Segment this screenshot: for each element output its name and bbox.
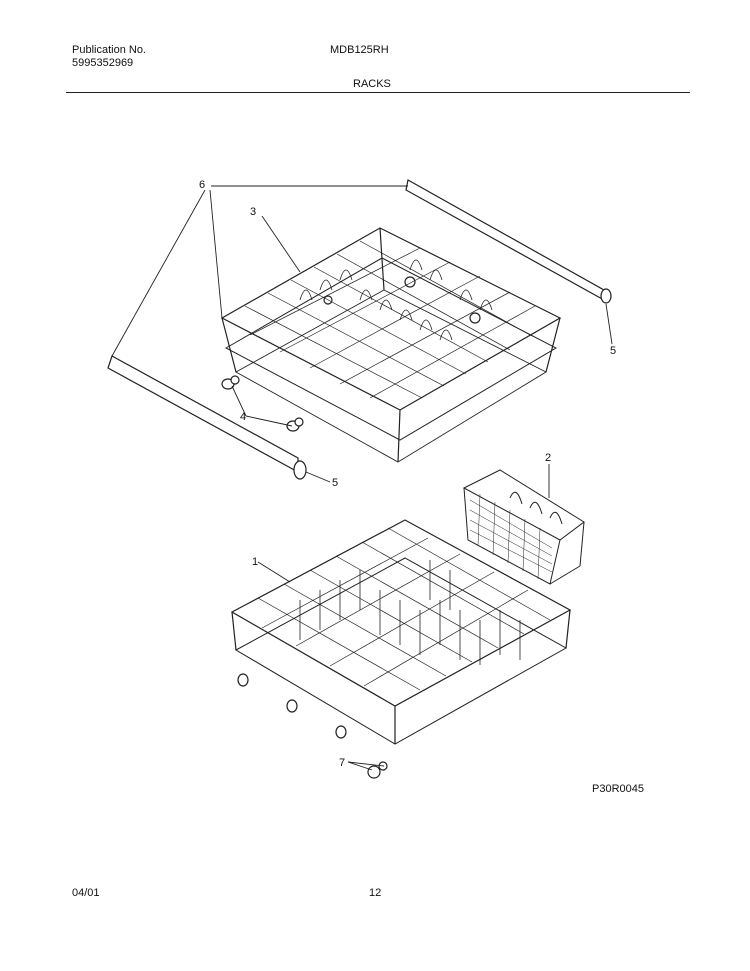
leader-lines (111, 185, 613, 771)
callout-3: 3 (250, 206, 256, 218)
upper-rack (220, 227, 562, 463)
callout-5-upper: 5 (610, 345, 616, 357)
callout-5-lower: 5 (332, 477, 338, 489)
callout-1: 1 (252, 556, 258, 568)
page-number: 12 (369, 887, 382, 899)
figure-code: P30R0045 (592, 783, 644, 795)
footer-date: 04/01 (72, 887, 100, 899)
section-title: RACKS (353, 78, 391, 90)
callout-6: 6 (199, 179, 205, 191)
callout-labels: 6 3 4 5 5 2 1 7 (199, 179, 616, 769)
publication-number: 5995352969 (72, 57, 134, 69)
callout-2: 2 (545, 452, 551, 464)
callout-7: 7 (339, 757, 345, 769)
model-number: MDB125RH (330, 44, 389, 56)
header-divider (66, 92, 690, 93)
callout-4: 4 (240, 411, 246, 423)
upper-rack-wheels (221, 375, 304, 432)
lower-rack-wheels (237, 673, 388, 779)
rack-tracks (107, 179, 612, 480)
publication-label: Publication No. (72, 44, 146, 56)
lower-rack (230, 519, 572, 745)
silverware-basket (462, 469, 585, 585)
